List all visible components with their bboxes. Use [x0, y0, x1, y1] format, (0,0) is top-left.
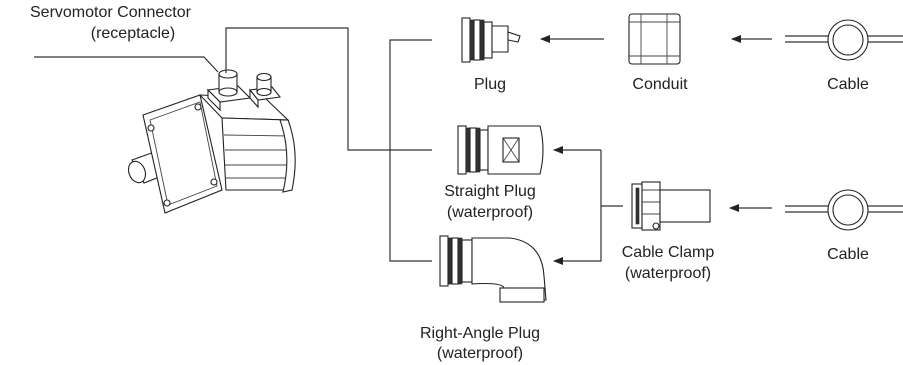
right-angle-plug-note: (waterproof)	[400, 345, 560, 363]
straight-plug-illustration	[458, 126, 543, 174]
right-angle-plug-illustration	[440, 236, 546, 302]
right-angle-plug-label: Right-Angle Plug	[400, 325, 560, 343]
servomotor-illustration	[125, 70, 295, 213]
cable-bottom-illustration	[785, 190, 903, 230]
receptacle-label: (receptacle)	[58, 25, 208, 43]
straight-plug-label: Straight Plug	[425, 183, 555, 201]
plug-illustration	[462, 18, 520, 62]
arrow-clamp-to-right-angle-plug	[554, 206, 601, 261]
cable-clamp-note: (waterproof)	[603, 265, 733, 283]
conduit-illustration	[629, 14, 680, 64]
cable-clamp-illustration	[632, 182, 710, 230]
cable-clamp-label: Cable Clamp	[603, 244, 733, 262]
clamp-branch-line	[601, 150, 623, 206]
plug-label: Plug	[460, 76, 520, 94]
straight-plug-note: (waterproof)	[425, 204, 555, 222]
cable-top-illustration	[785, 20, 903, 60]
servomotor-connector-label: Servomotor Connector	[30, 4, 230, 22]
cable-top-label: Cable	[812, 76, 884, 94]
receptacle-leader-line	[34, 57, 218, 72]
cable-bottom-label: Cable	[812, 246, 884, 264]
conduit-label: Conduit	[620, 76, 700, 94]
